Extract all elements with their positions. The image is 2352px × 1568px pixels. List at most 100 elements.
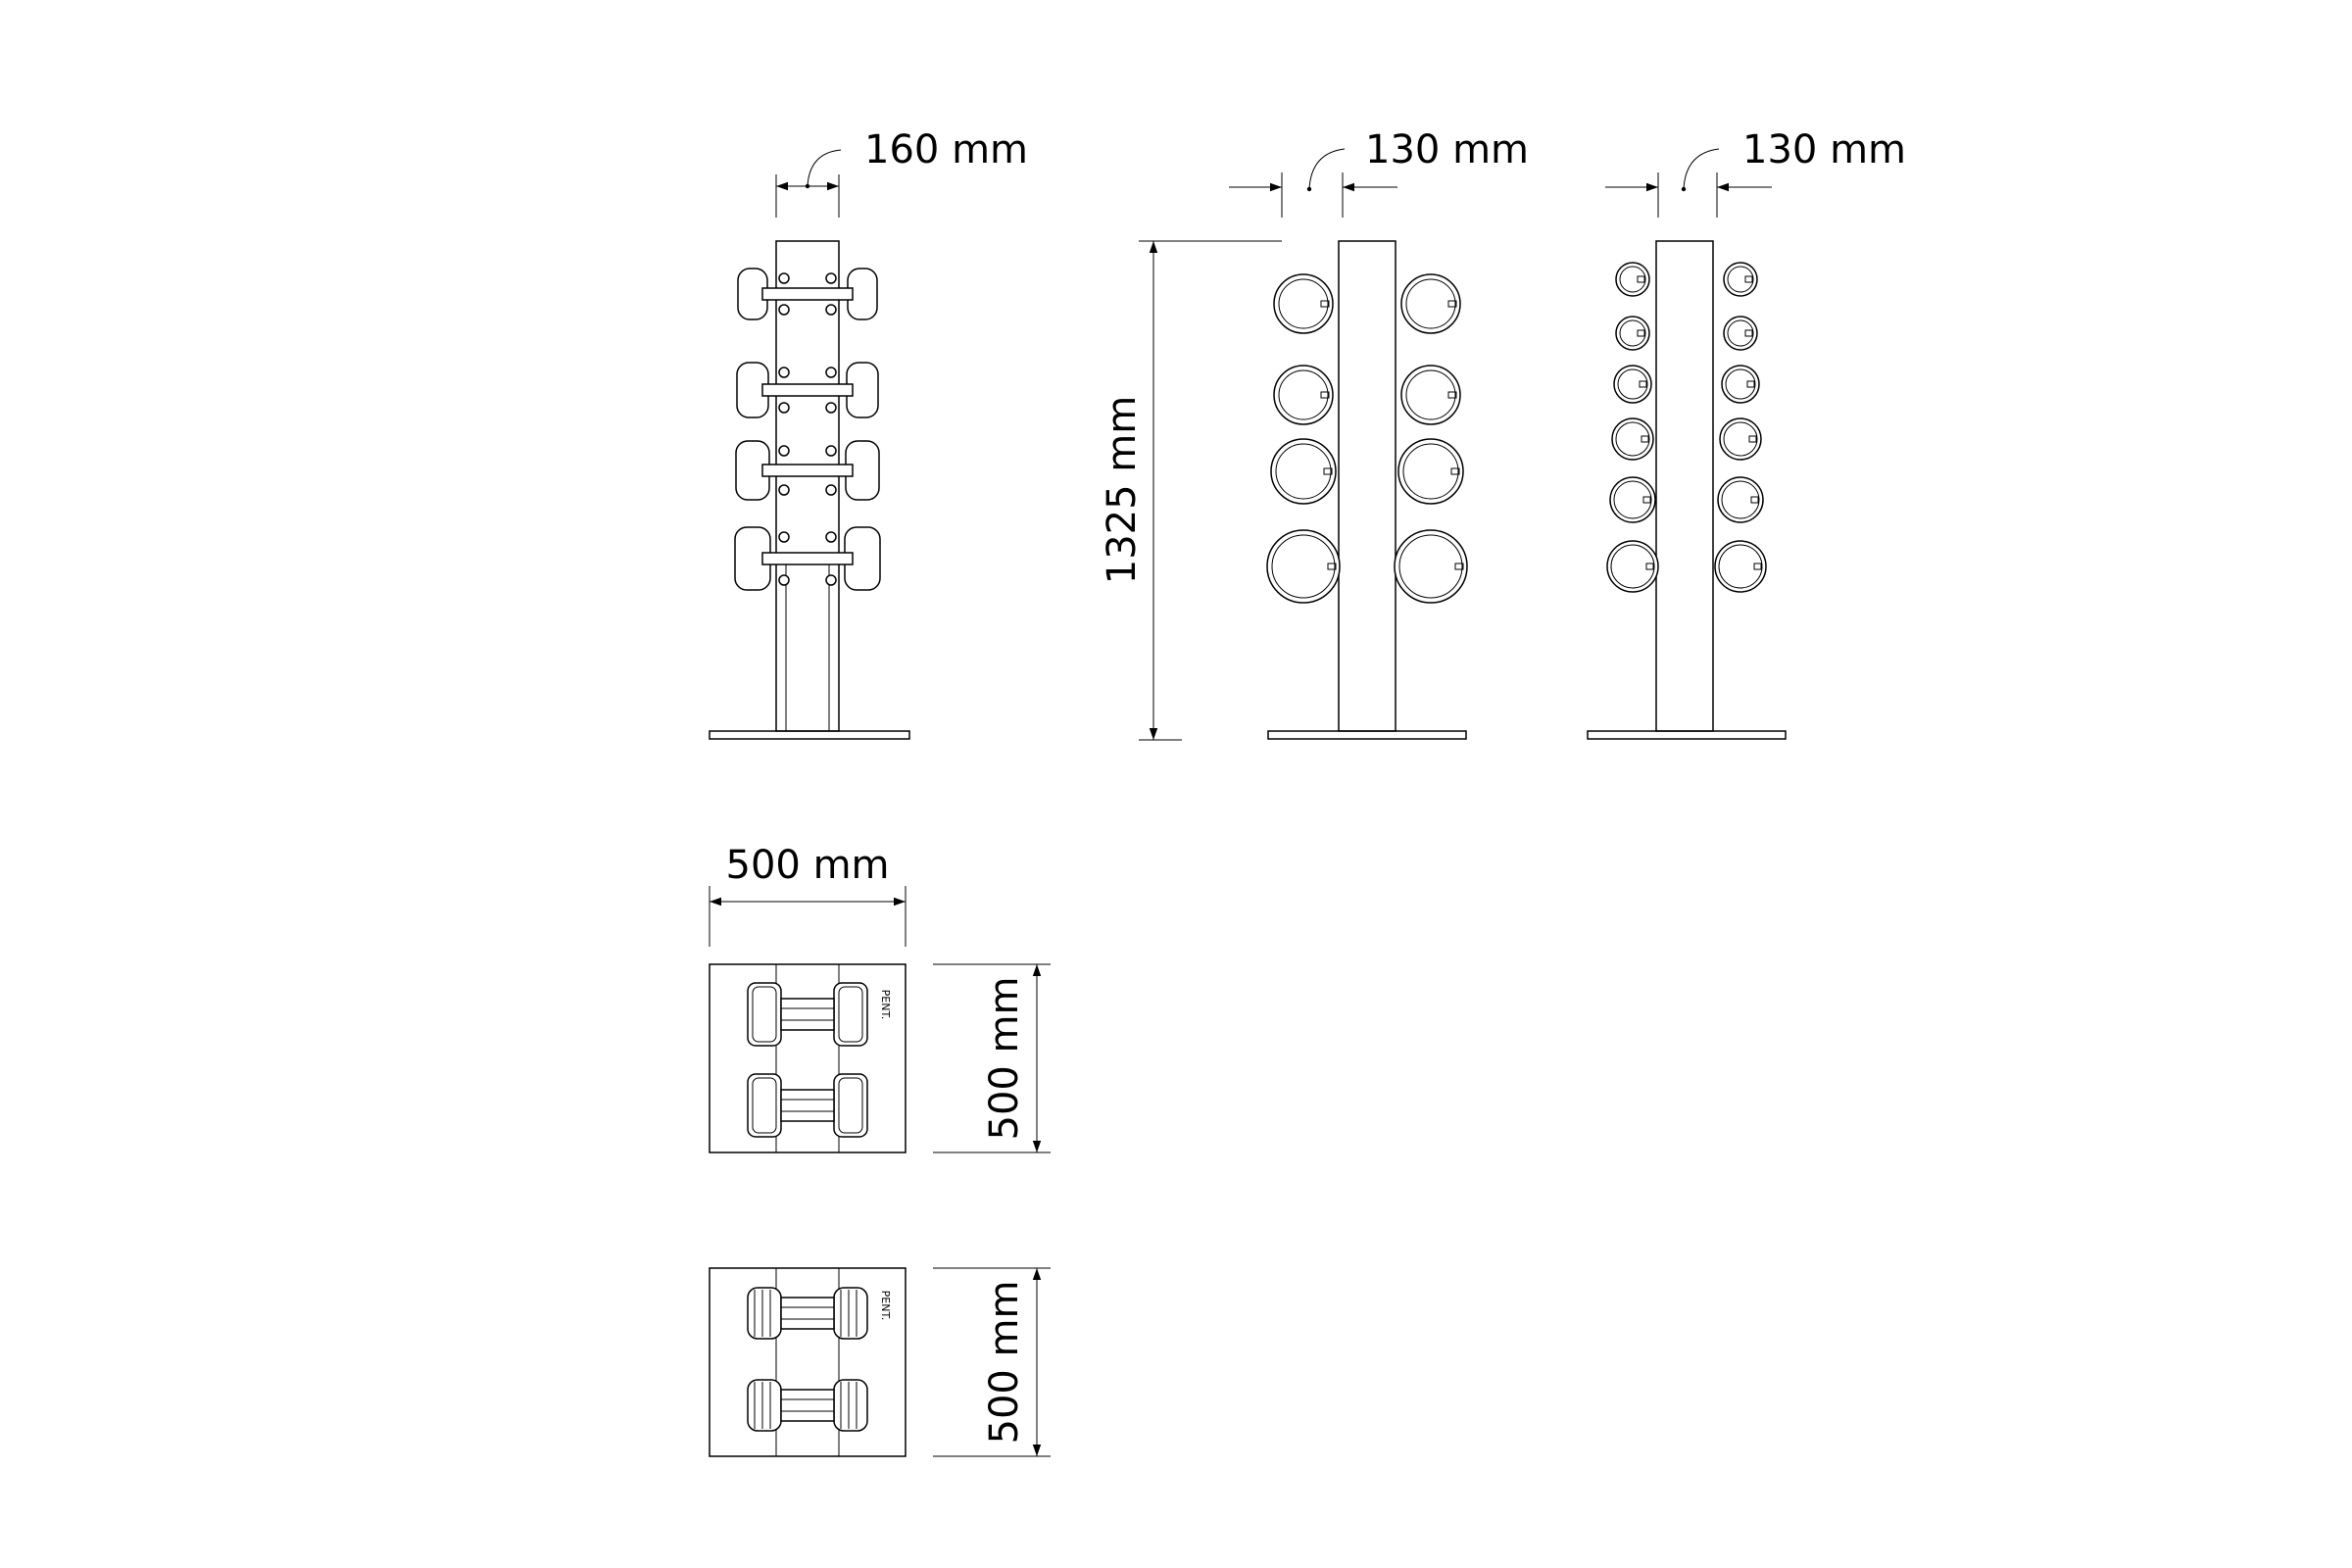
round-weight [1273,365,1334,425]
weight-grip [1645,563,1654,570]
front-width-label: 130 mm [1365,127,1529,172]
height-dimension: 1325 mm [1100,240,1282,741]
top-dumbbell [747,1073,868,1138]
weight-outer [1400,365,1461,425]
weight-outer [1611,417,1654,461]
hook [778,272,790,284]
weight-grip [1637,329,1645,337]
top-view-1-depth-label: 500 mm [982,977,1027,1141]
weight-grip [1323,467,1333,475]
dumbbell-head [747,1379,782,1432]
front-view-base-plate [1267,730,1467,740]
dumbbell-handle [761,552,854,565]
front-view-small-base-plate [1587,730,1787,740]
weight-grip [1320,300,1330,308]
weight-outer [1714,540,1767,593]
weight-inner [1619,319,1646,347]
hook [778,367,790,378]
hook [825,574,837,586]
weight-inner [1718,544,1763,589]
side-view [709,240,910,740]
weight-inner [1727,319,1754,347]
weight-inner [1398,534,1463,599]
weight-inner [1405,369,1456,420]
small-weight [1721,365,1760,404]
weight-outer [1266,529,1341,604]
round-weight [1397,438,1464,505]
dumbbell-handle [761,464,854,477]
side-view-base-plate [709,730,910,740]
weight-inner [1613,480,1652,519]
weight-grip [1744,275,1753,283]
hook [825,304,837,316]
weight-outer [1273,365,1334,425]
top-view-1: PENT. [709,963,906,1153]
dumbbell-handle [780,1089,835,1122]
weight-outer [1606,540,1659,593]
front-view-small-weights [1606,262,1767,593]
dumbbell-handle [780,1297,835,1330]
weight-grip [1746,380,1755,388]
weight-grip [1320,391,1330,399]
small-width-label: 130 mm [1742,127,1906,172]
weight-inner [1278,369,1329,420]
weight-grip [1753,563,1762,570]
weight-inner [1278,278,1329,329]
brand-mark-2: PENT. [879,1291,892,1321]
weight-grip [1641,435,1649,443]
small-weight [1606,540,1659,593]
round-weight [1266,529,1341,604]
hook [778,574,790,586]
weight-inner [1405,278,1456,329]
weight-inner [1721,480,1760,519]
weight-grip [1642,496,1651,504]
side-dumbbell-pair [736,362,879,418]
top-dumbbell [747,1287,868,1340]
weight-inner [1271,534,1336,599]
small-weight [1613,365,1652,404]
weight-inner [1727,266,1754,293]
base-width-label: 500 mm [726,843,890,888]
weight-grip [1447,300,1457,308]
weight-outer [1394,529,1468,604]
weight-grip [1750,496,1759,504]
top-view-2-dumbbells [747,1287,868,1432]
weight-inner [1275,443,1332,500]
weight-outer [1615,262,1650,297]
brand-mark-1: PENT. [879,990,892,1020]
round-weight [1273,273,1334,334]
small-weight [1615,316,1650,351]
round-weight [1270,438,1337,505]
weight-grip [1744,329,1753,337]
top-dumbbell [747,1379,868,1432]
weight-grip [1748,435,1757,443]
small-weight [1723,316,1758,351]
dumbbell-handle [780,998,835,1031]
top-view-1-base [709,963,906,1153]
dumbbell-head [833,1287,868,1340]
weight-outer [1615,316,1650,351]
hook [825,402,837,414]
weight-outer [1273,273,1334,334]
side-dumbbell-pair [737,268,878,320]
front-view-column [1338,240,1396,732]
dumbbell-handle [761,287,854,301]
weight-outer [1400,273,1461,334]
dumbbell-head [747,1287,782,1340]
weight-inner [1617,368,1648,400]
top-view-2-depth-label: 500 mm [982,1281,1027,1445]
base-width-dimension: 500 mm [709,843,906,947]
weight-outer [1270,438,1337,505]
small-width-dimension: 130 mm [1605,127,1906,218]
hook [825,445,837,457]
hook [825,272,837,284]
weight-inner [1402,443,1459,500]
hook [778,445,790,457]
small-weight [1615,262,1650,297]
front-view-small-column [1655,240,1714,732]
weight-outer [1397,438,1464,505]
small-weight [1717,476,1764,523]
weight-grip [1447,391,1457,399]
weight-grip [1327,563,1337,570]
weight-outer [1723,316,1758,351]
